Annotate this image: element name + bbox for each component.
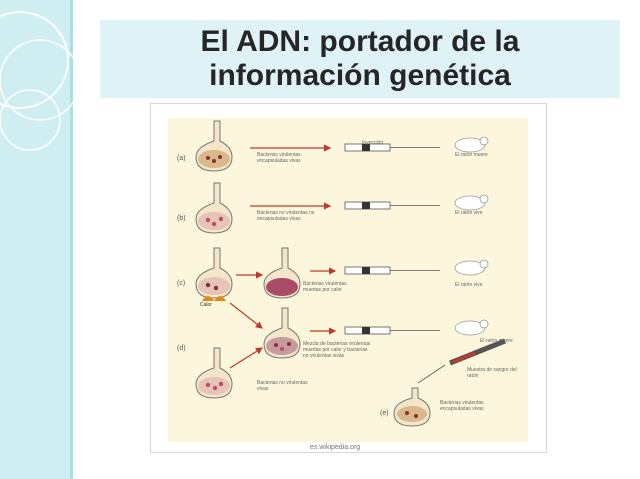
caption-heat: Calor (200, 302, 212, 308)
row-label-d: (d) (177, 345, 186, 352)
title-banner: El ADN: portador de la información genét… (100, 20, 620, 98)
griffith-experiment-diagram (195, 120, 506, 427)
mouse-outcome-d: El ratón muere (480, 338, 513, 344)
row-e (195, 347, 233, 399)
row-label-c: (c) (177, 280, 186, 287)
flask-e-liquid (198, 377, 230, 395)
caption-virulent-live: Bacterias virulentas encapsuladas vivas (257, 152, 301, 164)
row-label-b: (b) (177, 215, 186, 222)
left-band-edge (70, 0, 73, 479)
slide-title-line-1: El ADN: portador de la (200, 25, 520, 58)
flask-c-liquid (198, 277, 230, 295)
caption-nonvirulent-live: Bacterias no virulentas no encapsuladas … (257, 210, 315, 222)
row-b (195, 182, 489, 234)
mouse-outcome-b: El ratón vive (455, 210, 483, 216)
mouse-outcome-c: El ratón vive (455, 282, 483, 288)
arrow-d-from-e (229, 347, 264, 369)
deco-circle-bottom (0, 89, 61, 151)
caption-blood-sample: Muestra de sangre del ratón (467, 367, 517, 379)
row-c (195, 247, 489, 301)
left-decorative-band (0, 0, 70, 479)
slide-title-line-2: información genética (209, 59, 511, 92)
flask-b-liquid (198, 212, 230, 230)
row-label-a: (a) (177, 155, 186, 162)
deco-circle-mid (0, 39, 81, 121)
caption-nonvirulent-e: Bacterias no virulentas vivas (257, 380, 308, 392)
row-a (195, 120, 489, 172)
deco-circle-top (0, 11, 69, 109)
row-label-e: (e) (380, 410, 389, 417)
flask-d-liquid (266, 337, 298, 355)
caption-injection: Inyección (362, 140, 384, 146)
heat-flame (202, 296, 226, 301)
arrow-d-from-c (229, 302, 263, 329)
caption-heat-killed: Bacterias virulentas muertas por calor (303, 281, 347, 293)
caption-mixture: Mezcla de bacterias virulentas muertas p… (303, 341, 371, 359)
mouse-outcome-a: El ratón muere (455, 152, 488, 158)
caption-recovered-bacteria: Bacterias virulentas encapsuladas vivas (440, 400, 484, 412)
row-d (229, 302, 506, 427)
source-credit: es.wikipedia.org (310, 444, 361, 451)
flask-c2-liquid (266, 278, 298, 296)
decorative-circles (0, 11, 81, 151)
